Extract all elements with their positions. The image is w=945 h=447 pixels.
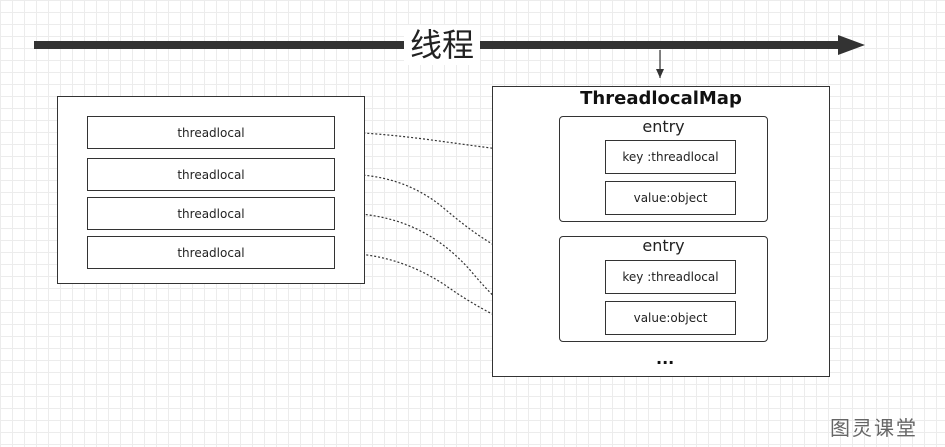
entry-title: entry: [642, 236, 685, 255]
thread-timeline-arrowhead: [838, 35, 865, 55]
threadlocal-box: threadlocal: [87, 116, 335, 149]
entry-value: value:object: [605, 301, 736, 335]
watermark-text: 图灵课堂: [830, 416, 918, 440]
entry-title: entry: [642, 117, 685, 136]
threadlocal-box: threadlocal: [87, 236, 335, 269]
threadlocal-map-title: ThreadlocalMap: [580, 88, 742, 109]
thread-label: 线程: [404, 25, 481, 65]
entry-key: key :threadlocal: [605, 140, 736, 174]
entry-value: value:object: [605, 181, 736, 215]
threadlocal-box: threadlocal: [87, 197, 335, 230]
ref-arrow-1: [337, 128, 605, 157]
threadlocal-box: threadlocal: [87, 158, 335, 191]
more-entries-ellipsis: ...: [656, 349, 675, 368]
entry-key: key :threadlocal: [605, 260, 736, 294]
ref-arrow-2: [337, 170, 605, 276]
